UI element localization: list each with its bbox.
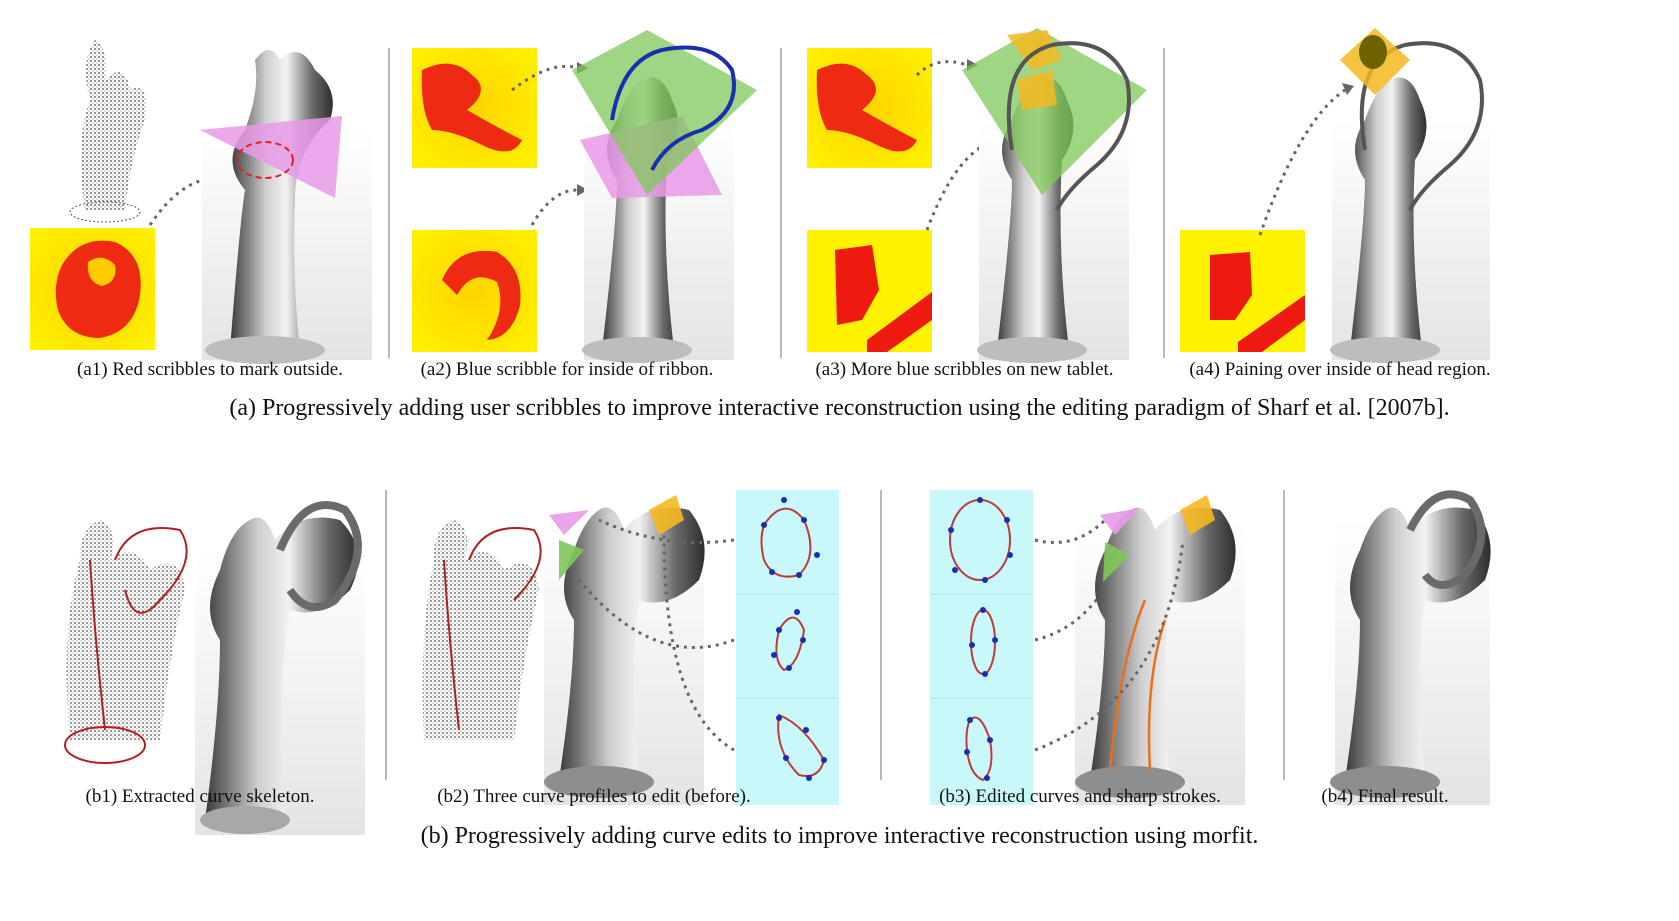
metal-render xyxy=(195,501,365,835)
panel-a4: (a4) Paining over inside of head region. xyxy=(1180,20,1520,380)
divider xyxy=(780,48,782,358)
panel-b2: (b2) Three curve profiles to edit (befor… xyxy=(414,460,854,810)
metal-render xyxy=(1330,28,1490,363)
arrow xyxy=(511,64,578,92)
panel-a3: (a3) More blue scribbles on new tablet. xyxy=(807,20,1167,380)
panel-b1: (b1) Extracted curve skeleton. xyxy=(50,490,370,840)
panel-a2: (a2) Blue scribble for inside of ribbon. xyxy=(412,20,772,380)
divider xyxy=(1163,48,1165,358)
arrow xyxy=(915,60,968,77)
point-cloud-figure xyxy=(64,520,188,764)
panel-a2-caption: (a2) Blue scribble for inside of ribbon. xyxy=(420,359,714,380)
point-cloud-figure xyxy=(69,40,146,223)
panel-a3-image xyxy=(807,28,1147,363)
arrow xyxy=(148,176,216,226)
panel-a1-image xyxy=(30,40,372,364)
panel-a1: (a1) Red scribbles to mark outside. xyxy=(30,20,390,380)
panel-b1-caption: (b1) Extracted curve skeleton. xyxy=(85,786,315,807)
metal-render xyxy=(962,28,1147,363)
figure-a: (a1) Red scribbles to mark outside. xyxy=(0,20,1679,440)
curve-profile-panel xyxy=(930,490,1033,805)
arrow xyxy=(925,138,998,231)
arrow xyxy=(1034,539,1185,752)
panel-a3-caption: (a3) More blue scribbles on new tablet. xyxy=(815,359,1114,380)
metal-render xyxy=(572,30,757,363)
segmentation-tablet xyxy=(412,48,537,168)
panel-a2-image xyxy=(412,30,757,363)
figure-b: (b1) Extracted curve skeleton. xyxy=(0,490,1679,921)
figure-a-caption: (a) Progressively adding user scribbles … xyxy=(229,395,1450,421)
metal-render xyxy=(544,495,705,805)
arrow xyxy=(530,188,578,226)
arrow xyxy=(662,534,735,752)
arrow xyxy=(598,518,735,544)
metal-render xyxy=(200,50,372,364)
divider xyxy=(1283,490,1285,780)
panel-b2-image xyxy=(422,490,839,805)
curve-profile-panel xyxy=(736,490,839,805)
divider xyxy=(880,490,882,780)
panel-b4-image xyxy=(1330,490,1491,805)
divider xyxy=(388,48,390,358)
segmentation-tablet xyxy=(30,228,155,350)
metal-render xyxy=(1330,490,1491,805)
panel-a4-image xyxy=(1180,28,1490,363)
segmentation-tablet xyxy=(412,230,537,352)
panel-b2-caption: (b2) Three curve profiles to edit (befor… xyxy=(437,786,751,807)
panel-b3-image xyxy=(930,490,1245,805)
panel-a4-caption: (a4) Paining over inside of head region. xyxy=(1189,359,1491,380)
segmentation-tablet xyxy=(1180,230,1305,352)
panel-b4-caption: (b4) Final result. xyxy=(1321,786,1449,807)
metal-render xyxy=(1075,495,1245,805)
segmentation-tablet xyxy=(807,48,932,168)
panel-b3-caption: (b3) Edited curves and sharp strokes. xyxy=(939,786,1221,807)
panel-b4: (b4) Final result. xyxy=(1300,460,1500,810)
segmentation-tablet xyxy=(807,230,932,352)
divider xyxy=(385,490,387,780)
point-cloud-figure xyxy=(422,520,542,740)
arrow xyxy=(1034,594,1102,642)
arrow xyxy=(577,579,735,649)
panel-b3: (b3) Edited curves and sharp strokes. xyxy=(925,460,1255,810)
figure-b-caption: (b) Progressively adding curve edits to … xyxy=(420,823,1259,849)
panel-a1-caption: (a1) Red scribbles to mark outside. xyxy=(77,359,343,380)
panel-b1-image xyxy=(64,501,365,835)
